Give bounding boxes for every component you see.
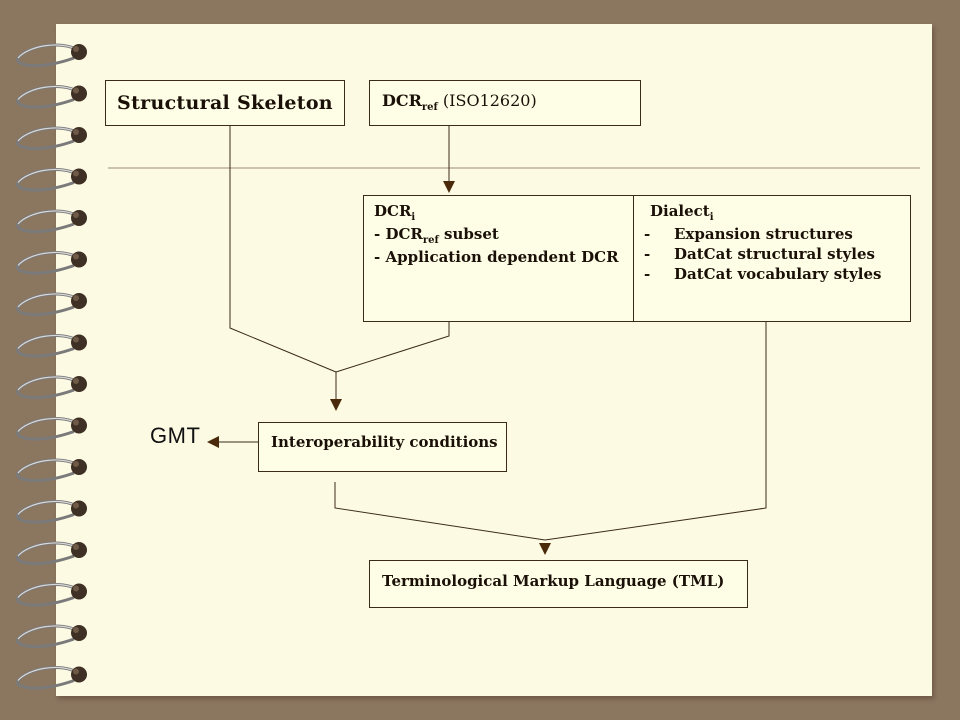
spiral-ring (16, 126, 87, 151)
spiral-ring (16, 333, 87, 358)
dialect-i-title-sub: i (709, 212, 714, 223)
dcr-ref-main: DCR (382, 91, 422, 110)
dialect-i-item: - DatCat vocabulary styles (644, 265, 910, 283)
spiral-ring (16, 582, 87, 607)
tml-label: Terminological Markup Language (TML) (382, 572, 725, 590)
interoperability-box: Interoperability conditions (258, 422, 507, 472)
dcr-ref-suffix: (ISO12620) (437, 91, 537, 110)
spiral-ring (16, 43, 87, 68)
dcr-i-box: DCRi - DCRref subset - Application depen… (363, 195, 634, 322)
spiral-ring (16, 499, 87, 524)
dialect-i-bullet: - (644, 245, 651, 263)
dialect-i-item: - Expansion structures (644, 225, 910, 243)
dcr-i-item: - DCRref subset (374, 225, 633, 246)
dcr-i-item-prefix: - DCR (374, 225, 423, 243)
dcr-i-title-main: DCR (374, 202, 412, 220)
dcr-ref-sub: ref (421, 102, 438, 114)
dcr-ref-label: DCRref (ISO12620) (382, 91, 537, 114)
dcr-i-item-sub: ref (422, 235, 439, 246)
dcr-ref-box: DCRref (ISO12620) (369, 80, 641, 126)
spiral-ring (16, 292, 87, 317)
dialect-i-item-text: DatCat structural styles (674, 245, 875, 263)
dialect-i-item-text: Expansion structures (674, 225, 853, 243)
dialect-i-box: Dialecti - Expansion structures - DatCat s… (633, 195, 911, 322)
spiral-ring (16, 416, 87, 441)
spiral-binding (16, 43, 87, 690)
spiral-ring (16, 458, 87, 483)
dialect-i-title-main: Dialect (650, 202, 710, 220)
dialect-i-bullet: - (644, 265, 651, 283)
spiral-ring (16, 375, 87, 400)
dcr-i-item: - Application dependent DCR (374, 248, 633, 266)
tml-box: Terminological Markup Language (TML) (369, 560, 748, 608)
interoperability-label: Interoperability conditions (271, 433, 498, 451)
spiral-ring (16, 541, 87, 566)
dialect-i-title: Dialecti (650, 202, 910, 223)
spiral-ring (16, 624, 87, 649)
dcr-i-title-sub: i (411, 212, 416, 223)
dialect-i-item-text: DatCat vocabulary styles (674, 265, 882, 283)
spiral-ring (16, 167, 87, 192)
gmt-label: GMT (150, 423, 201, 448)
spiral-ring (16, 84, 87, 109)
dialect-i-bullet: - (644, 225, 651, 243)
structural-skeleton-box: Structural Skeleton (105, 80, 345, 126)
structural-skeleton-label: Structural Skeleton (117, 92, 333, 114)
spiral-ring (16, 250, 87, 275)
spiral-ring (16, 209, 87, 234)
dcr-i-item-prefix: - Application dependent DCR (374, 248, 619, 266)
dcr-i-item-suffix: subset (438, 225, 499, 243)
dcr-i-title: DCRi (374, 202, 633, 223)
spiral-ring (16, 665, 87, 690)
dialect-i-item: - DatCat structural styles (644, 245, 910, 263)
